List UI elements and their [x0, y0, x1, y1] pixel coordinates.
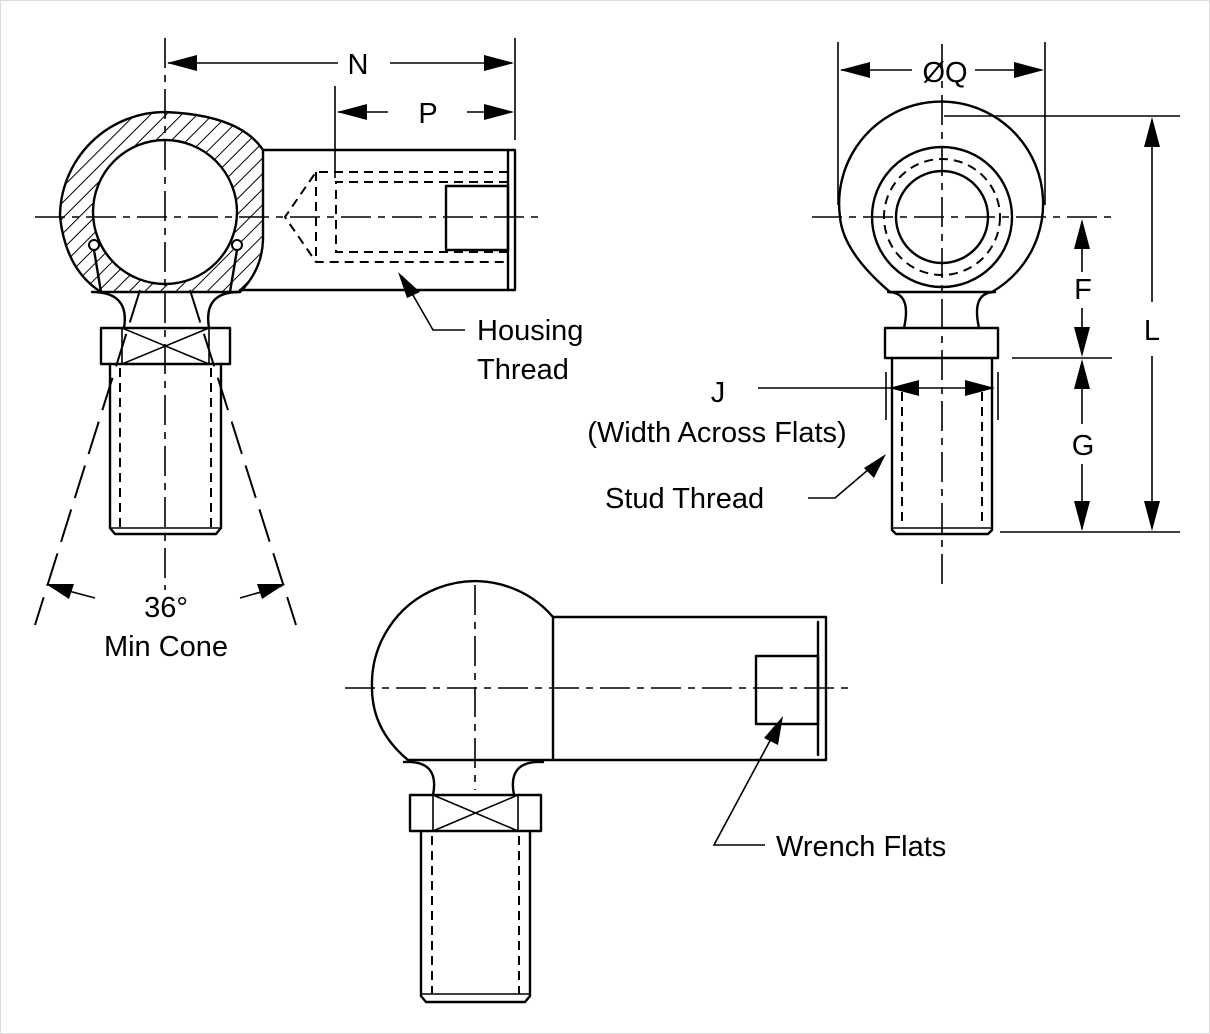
- dim-label-j: J: [711, 377, 726, 409]
- dim-label-p: P: [418, 98, 437, 130]
- dim-label-g: G: [1072, 430, 1095, 462]
- width-across-flats-label: (Width Across Flats): [587, 417, 846, 449]
- wrench-flats-label: Wrench Flats: [776, 831, 946, 863]
- dim-label-l: L: [1144, 315, 1160, 347]
- stud-thread-label: Stud Thread: [605, 483, 764, 515]
- wrench-flat-shape: [754, 654, 820, 726]
- labels: N P Housing Thread 36° Min Cone ØQ F L G…: [104, 49, 1160, 863]
- housing-thread-label-1: Housing: [477, 315, 583, 347]
- min-cone-label: Min Cone: [104, 631, 228, 663]
- dim-label-f: F: [1074, 274, 1092, 306]
- dim-label-q: ØQ: [922, 57, 967, 89]
- dim-label-n: N: [348, 49, 369, 81]
- section-view: [34, 38, 545, 626]
- ball-housing-outline: [370, 579, 555, 762]
- side-view: [758, 42, 1180, 585]
- housing-thread-label-2: Thread: [477, 354, 569, 386]
- bottom-view: [345, 579, 852, 1004]
- cone-line-right: [189, 289, 297, 626]
- cone-line-left: [34, 289, 141, 626]
- cone-angle-label: 36°: [144, 592, 188, 624]
